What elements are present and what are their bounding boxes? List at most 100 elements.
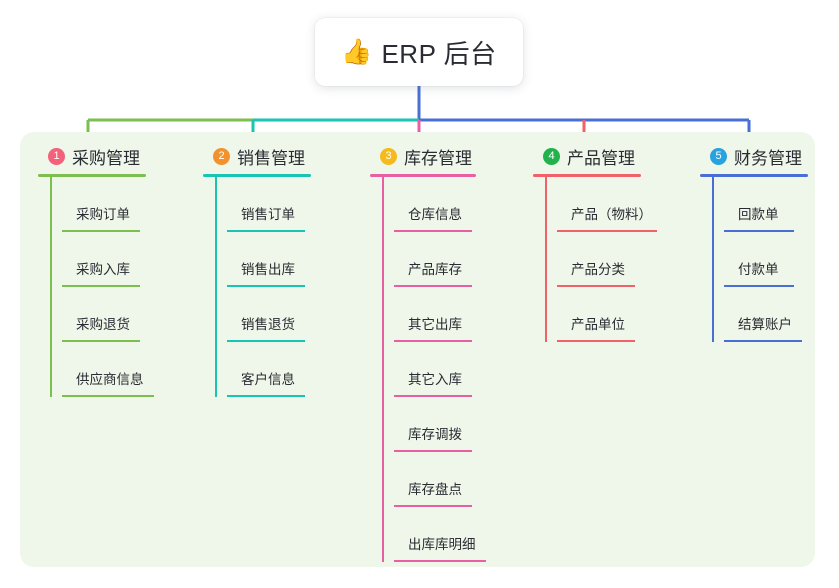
branch-item-label: 库存调拨	[408, 427, 462, 442]
branch-item-label: 其它入库	[408, 372, 462, 387]
branch-title: 采购管理	[72, 148, 140, 168]
branch-item-underline	[227, 395, 305, 397]
branch-item-underline	[394, 340, 472, 342]
branch-item-underline	[557, 230, 657, 232]
branch-spine	[215, 177, 217, 397]
branch-item[interactable]: 产品单位	[545, 287, 641, 342]
branch-item-underline	[227, 230, 305, 232]
branch-item-label: 采购订单	[76, 207, 130, 222]
branches-panel	[20, 132, 815, 567]
branch-item-label: 回款单	[738, 207, 779, 222]
branch-item[interactable]: 库存盘点	[382, 452, 476, 507]
branch-item[interactable]: 销售订单	[215, 177, 311, 232]
branch-item[interactable]: 产品（物料）	[545, 177, 657, 232]
branch-item-underline	[227, 340, 305, 342]
root-node[interactable]: 👍 ERP 后台	[315, 18, 523, 86]
branch-underline	[533, 174, 641, 177]
branch-underline	[203, 174, 311, 177]
branch-item-underline	[227, 285, 305, 287]
branch-item-underline	[724, 285, 794, 287]
branch-header-2[interactable]: 2 销售管理	[203, 143, 311, 169]
branch-underline	[700, 174, 808, 177]
branch-item[interactable]: 仓库信息	[382, 177, 476, 232]
branch-number-badge: 1	[48, 147, 65, 165]
branch-header-3[interactable]: 3 库存管理	[370, 143, 476, 169]
branch-item[interactable]: 其它入库	[382, 342, 476, 397]
branch-items: 仓库信息产品库存其它出库其它入库库存调拨库存盘点出库库明细	[370, 177, 486, 562]
branch-items: 回款单付款单结算账户	[700, 177, 808, 342]
branch-item[interactable]: 供应商信息	[50, 342, 154, 397]
branch-title: 销售管理	[237, 148, 305, 168]
branch-item[interactable]: 其它出库	[382, 287, 476, 342]
branch-underline	[370, 174, 476, 177]
branch-column-2: 2 销售管理销售订单销售出库销售退货客户信息	[203, 143, 311, 397]
branch-column-4: 4 产品管理产品（物料） 产品分类产品单位	[533, 143, 657, 342]
branch-item[interactable]: 出库库明细	[382, 507, 486, 562]
branch-item-underline	[557, 340, 635, 342]
branch-item[interactable]: 回款单	[712, 177, 808, 232]
branch-item-underline	[62, 395, 154, 397]
branch-item[interactable]: 结算账户	[712, 287, 808, 342]
branch-items: 销售订单销售出库销售退货客户信息	[203, 177, 311, 397]
branch-title: 财务管理	[734, 148, 802, 168]
branch-item-label: 其它出库	[408, 317, 462, 332]
branch-header-4[interactable]: 4 产品管理	[533, 143, 641, 169]
branch-item-underline	[394, 285, 472, 287]
thumbs-up-icon: 👍	[341, 37, 373, 66]
branch-item-label: 仓库信息	[408, 207, 462, 222]
branch-number-badge: 4	[543, 147, 560, 165]
branch-number-badge: 3	[380, 147, 397, 165]
branch-column-1: 1 采购管理采购订单采购入库采购退货供应商信息	[38, 143, 154, 397]
branch-item-label: 产品（物料）	[571, 207, 652, 222]
branch-spine	[712, 177, 714, 342]
branch-number-badge: 2	[213, 147, 230, 165]
branch-item-underline	[62, 230, 140, 232]
branch-item[interactable]: 采购订单	[50, 177, 146, 232]
branch-title: 产品管理	[567, 148, 635, 168]
branch-item-underline	[394, 230, 472, 232]
branch-item-label: 客户信息	[241, 372, 295, 387]
branch-item[interactable]: 采购入库	[50, 232, 146, 287]
branch-underline	[38, 174, 146, 177]
branch-item[interactable]: 库存调拨	[382, 397, 476, 452]
branch-item[interactable]: 采购退货	[50, 287, 146, 342]
branch-column-5: 5 财务管理回款单付款单结算账户	[700, 143, 808, 342]
branch-item-label: 产品单位	[571, 317, 625, 332]
branch-item-label: 出库库明细	[408, 537, 476, 552]
branch-item-label: 产品分类	[571, 262, 625, 277]
branch-item-underline	[724, 340, 802, 342]
branch-item[interactable]: 销售出库	[215, 232, 311, 287]
branch-item-label: 供应商信息	[76, 372, 144, 387]
branch-spine	[382, 177, 384, 562]
branch-header-1[interactable]: 1 采购管理	[38, 143, 146, 169]
branch-item-label: 结算账户	[738, 317, 792, 332]
branch-item-label: 产品库存	[408, 262, 462, 277]
branch-item-underline	[394, 505, 472, 507]
branch-item[interactable]: 付款单	[712, 232, 808, 287]
branch-item[interactable]: 销售退货	[215, 287, 311, 342]
branch-item-underline	[62, 340, 140, 342]
branch-items: 采购订单采购入库采购退货供应商信息	[38, 177, 154, 397]
branch-item-underline	[557, 285, 635, 287]
branch-item-label: 采购退货	[76, 317, 130, 332]
branch-item-underline	[394, 560, 486, 562]
branch-spine	[545, 177, 547, 342]
branch-item[interactable]: 产品分类	[545, 232, 641, 287]
branch-item-underline	[62, 285, 140, 287]
branch-item-label: 付款单	[738, 262, 779, 277]
branch-item-label: 销售退货	[241, 317, 295, 332]
branch-item[interactable]: 产品库存	[382, 232, 476, 287]
branch-header-5[interactable]: 5 财务管理	[700, 143, 808, 169]
branch-item-label: 销售出库	[241, 262, 295, 277]
branch-item-label: 库存盘点	[408, 482, 462, 497]
branch-number-badge: 5	[710, 147, 727, 165]
branch-item-underline	[724, 230, 794, 232]
branch-column-3: 3 库存管理仓库信息产品库存其它出库其它入库库存调拨库存盘点出库库明细	[370, 143, 486, 562]
branch-spine	[50, 177, 52, 397]
branch-item-label: 采购入库	[76, 262, 130, 277]
branch-items: 产品（物料） 产品分类产品单位	[533, 177, 657, 342]
branch-item[interactable]: 客户信息	[215, 342, 311, 397]
branch-item-label: 销售订单	[241, 207, 295, 222]
branch-title: 库存管理	[404, 148, 472, 168]
